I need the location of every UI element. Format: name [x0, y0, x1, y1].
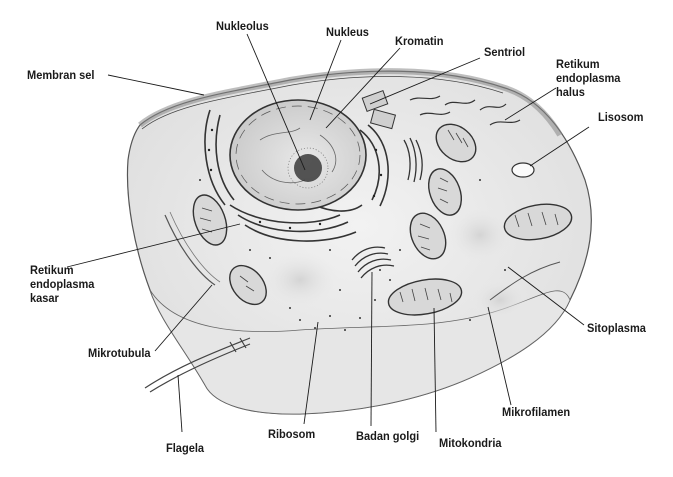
label-kromatin: Kromatin: [395, 34, 444, 48]
microtubule: [164, 214, 216, 286]
label-nukleus: Nukleus: [326, 25, 369, 39]
rough-er: [204, 109, 389, 242]
cell-membrane: [138, 68, 563, 137]
label-re-kasar-line-2: endoplasma: [30, 277, 95, 291]
label-lisosom: Lisosom: [598, 110, 644, 124]
cell-lower-face: [149, 289, 571, 415]
mitochondria: [192, 123, 573, 316]
label-membran-sel: Membran sel: [27, 68, 95, 82]
label-badan-golgi: Badan golgi: [356, 429, 420, 443]
label-re-halus-line-3: halus: [556, 85, 585, 99]
label-re-kasar-line-3: kasar: [30, 291, 59, 305]
label-flagela: Flagela: [166, 441, 205, 455]
flagellum: [144, 337, 251, 393]
smooth-er: [409, 95, 521, 126]
label-sentriol: Sentriol: [484, 45, 526, 59]
ribosomes: [199, 179, 506, 331]
label-re-halus-line-2: endoplasma: [556, 71, 621, 85]
label-re-kasar-line-1: Retikum: [30, 263, 74, 277]
label-retikum-endoplasma-halus: Retikum endoplasma halus: [556, 57, 620, 99]
chromatin: [259, 127, 337, 184]
label-mikrofilamen: Mikrofilamen: [502, 405, 571, 419]
label-re-halus-line-1: Retikum: [556, 57, 600, 71]
microfilament: [489, 261, 561, 301]
nucleus: [229, 99, 367, 211]
label-mitokondria: Mitokondria: [439, 436, 502, 450]
label-sitoplasma: Sitoplasma: [587, 321, 646, 335]
label-nukleolus: Nukleolus: [216, 19, 269, 33]
golgi: [351, 137, 423, 279]
label-retikum-endoplasma-kasar: Retikum endoplasma kasar: [30, 263, 94, 305]
mito-cristae: [199, 129, 559, 303]
label-mikrotubula: Mikrotubula: [88, 346, 151, 360]
leader-lines: [66, 33, 590, 433]
lysosome: [511, 162, 535, 178]
label-ribosom: Ribosom: [268, 427, 316, 441]
